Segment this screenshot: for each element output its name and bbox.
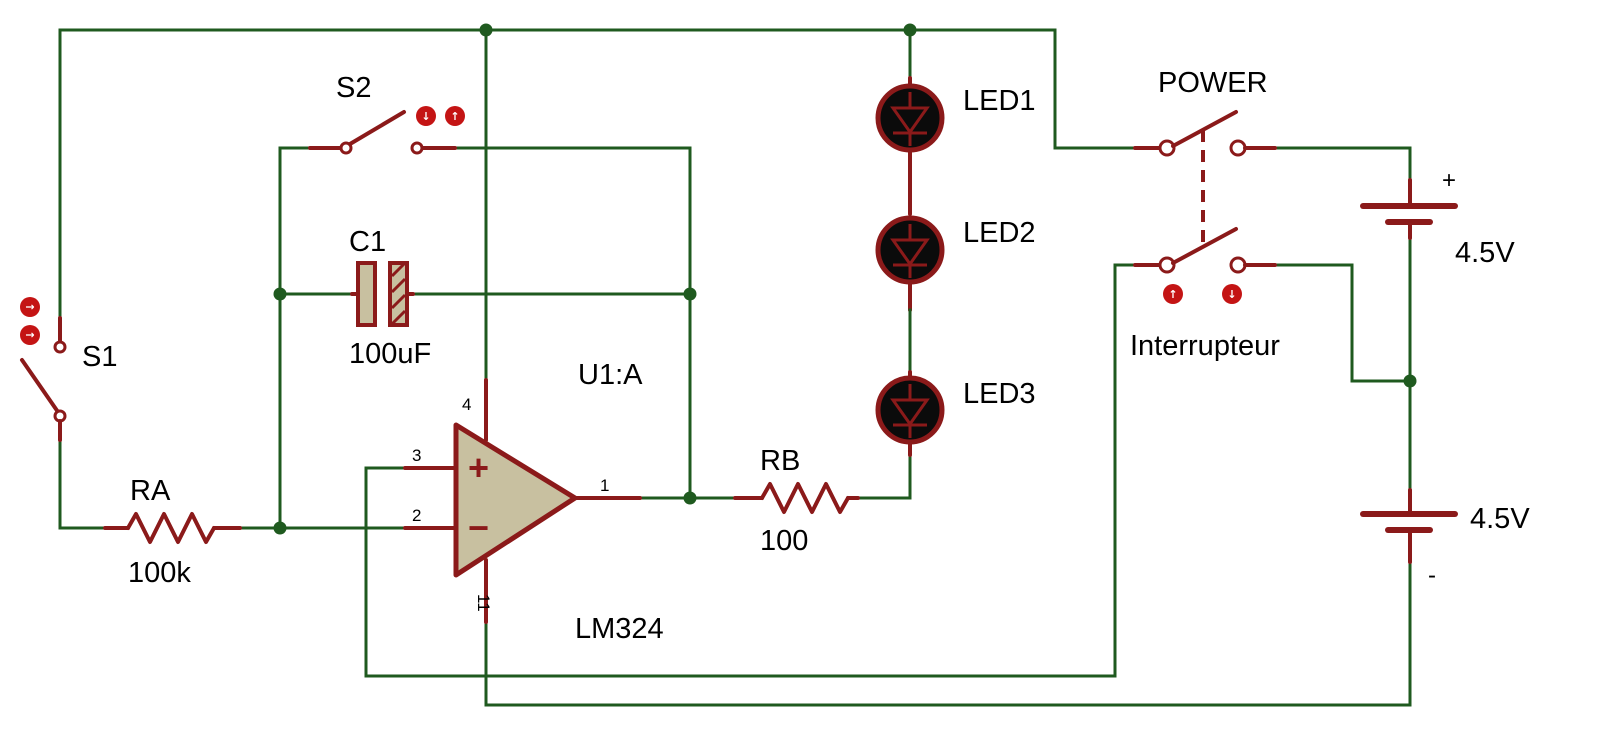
wire-interrupteur-batt [1273,263,1412,383]
switch-s1[interactable]: ↓ ↓ S1 [20,297,117,442]
led-3: LED3 [875,370,1036,457]
u1-label: U1:A [578,359,643,391]
wire-top-rail [58,28,1137,150]
arrow-up-button-icon[interactable]: ↑ [445,106,465,126]
arrow-down-button-icon[interactable]: ↓ [1222,284,1242,304]
junctions [273,23,1417,535]
junction-dot [1403,374,1417,388]
rb-label: RB [760,445,800,477]
wire-plus-loop [364,263,1137,678]
wire-s2-right [453,146,692,500]
arrow-down-button-icon[interactable]: ↓ [416,106,436,126]
battery-top-polarity: + [1442,167,1456,194]
junction-dot [683,287,697,301]
arrow-up-button-icon[interactable]: ↑ [1163,284,1183,304]
arrow-up-button-icon[interactable]: ↓ [20,325,40,345]
junction-dot [273,287,287,301]
svg-text:↓: ↓ [24,330,37,339]
c1-value: 100uF [349,338,431,370]
interrupteur-label: Interrupteur [1130,330,1280,362]
junction-dot [683,491,697,505]
c1-label: C1 [349,226,386,258]
pin-vpos-number: 4 [462,395,471,414]
power-label: POWER [1158,67,1268,99]
junction-dot [479,23,493,37]
led-2: LED2 [875,184,1036,312]
resistor-rb: RB 100 [733,445,860,557]
svg-text:↓: ↓ [1227,288,1236,301]
pin-plus-number: 3 [412,446,421,465]
s1-label: S1 [82,341,117,373]
resistor-ra: RA 100k [103,475,242,589]
svg-text:↑: ↑ [1168,288,1177,301]
wire-rb-led3 [853,453,912,500]
svg-text:↓: ↓ [421,110,430,123]
battery-bottom: 4.5V - [1360,488,1530,589]
ra-value: 100k [128,557,191,589]
svg-text:↑: ↑ [450,110,459,123]
pin-minus-number: 2 [412,506,421,525]
junction-dot [903,23,917,37]
battery-bottom-voltage: 4.5V [1470,503,1530,535]
rb-value: 100 [760,525,808,557]
pin-out-number: 1 [600,476,609,495]
opamp-u1: + − 3 2 1 4 11 U1:A LM324 [403,359,664,645]
opamp-minus-sign: − [468,507,489,548]
wire-power-batt-top [1273,146,1412,182]
led-1: LED1 [875,76,1036,188]
opamp-plus-sign: + [468,447,489,488]
wire-vneg-rail [484,560,1412,707]
svg-text:↓: ↓ [24,302,37,311]
u1-part: LM324 [575,613,664,645]
power-switch[interactable]: ↑ ↓ POWER Interrupteur [1130,67,1280,362]
led2-label: LED2 [963,217,1036,249]
battery-bottom-polarity: - [1428,562,1436,589]
junction-dot [273,521,287,535]
capacitor-c1: C1 100uF [349,226,431,370]
battery-top-voltage: 4.5V [1455,237,1515,269]
wire-s1-ra [58,436,107,530]
switch-s2[interactable]: ↓ ↑ S2 [308,72,465,155]
arrow-down-button-icon[interactable]: ↓ [20,297,40,317]
wires [58,28,1412,707]
led1-label: LED1 [963,85,1036,117]
led3-label: LED3 [963,378,1036,410]
pin-vneg-number: 11 [474,594,493,612]
battery-top: + 4.5V [1360,167,1515,269]
s2-label: S2 [336,72,371,104]
ra-label: RA [130,475,171,507]
